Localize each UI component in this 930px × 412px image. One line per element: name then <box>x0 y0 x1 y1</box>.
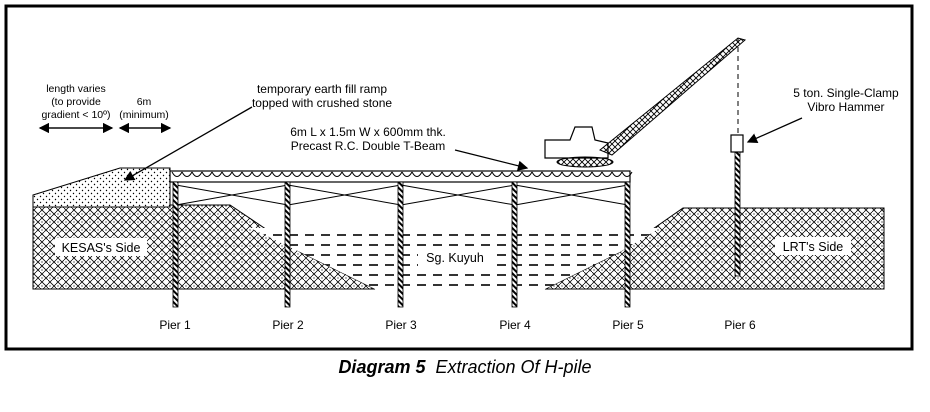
ramp-note-line-2: topped with crushed stone <box>252 96 392 110</box>
pile-1 <box>172 181 179 308</box>
beam-segment <box>271 171 283 177</box>
beam-segment <box>511 171 523 177</box>
length-note-line-3: gradient < 10º) <box>42 109 111 121</box>
pier-label-4: Pier 4 <box>499 318 531 332</box>
right-side-label: LRT's Side <box>783 240 844 254</box>
left-side-label-bg <box>55 238 147 256</box>
beam-segment <box>231 171 243 177</box>
beam-segment <box>581 171 593 177</box>
beam-segment <box>611 171 623 177</box>
beam-segment <box>391 171 403 177</box>
beam-segment <box>421 171 433 177</box>
beam-segment <box>211 171 223 177</box>
pile-5 <box>624 181 631 308</box>
beam-segment <box>191 171 203 177</box>
beam-segment <box>301 171 313 177</box>
beam-segment <box>241 171 253 177</box>
leader-lines <box>38 106 803 181</box>
beam-segment <box>331 171 343 177</box>
outer-border <box>4 4 914 351</box>
beam-segment <box>251 171 263 177</box>
beam-segment <box>571 171 583 177</box>
beam-segment <box>411 171 423 177</box>
beam-segment <box>381 171 393 177</box>
beam-segment <box>311 171 323 177</box>
hammer-note-line-2: Vibro Hammer <box>807 100 884 114</box>
pile-3 <box>397 181 404 308</box>
beam-segment <box>591 171 603 177</box>
beam-segment <box>401 171 413 177</box>
earth-fill-ramp <box>32 167 171 208</box>
caption-title: Extraction Of H-pile <box>435 357 592 377</box>
beam-segment <box>601 171 613 177</box>
beam-segment <box>441 171 453 177</box>
beam-segment <box>361 171 373 177</box>
beam-segment <box>281 171 293 177</box>
river-label: Sg. Kuyuh <box>426 251 484 265</box>
pile-4 <box>511 181 518 308</box>
pier-label-5: Pier 5 <box>612 318 644 332</box>
hammer-note-line-1: 5 ton. Single-Clamp <box>793 86 899 100</box>
beam-note-line-1: 6m L x 1.5m W x 600mm thk. <box>290 125 446 139</box>
beam-segments <box>171 171 633 177</box>
length-note-line-1: length varies <box>46 83 106 95</box>
beam-segment <box>171 171 183 177</box>
crane <box>544 37 747 168</box>
six-m-note-line-1: 6m <box>137 96 152 108</box>
beam-segment <box>451 171 463 177</box>
beam-segment <box>341 171 353 177</box>
piles <box>172 151 741 308</box>
beam-segment <box>471 171 483 177</box>
beam-segment <box>321 171 333 177</box>
beam-segment <box>261 171 273 177</box>
beam-segment <box>551 171 563 177</box>
t-beam-deck <box>169 170 631 183</box>
pier-label-1: Pier 1 <box>159 318 191 332</box>
beam-note-line-2: Precast R.C. Double T-Beam <box>291 139 446 153</box>
beam-segment <box>181 171 193 177</box>
beam-segment <box>481 171 493 177</box>
beam-segment <box>461 171 473 177</box>
diagram-caption: Diagram 5 Extraction Of H-pile <box>0 357 930 378</box>
river-label-bg <box>418 248 492 266</box>
pier-label-2: Pier 2 <box>272 318 304 332</box>
pier-label-6: Pier 6 <box>724 318 756 332</box>
beam-segment <box>201 171 213 177</box>
beam-segment <box>221 171 233 177</box>
beam-segment <box>561 171 573 177</box>
pier-bracing <box>175 184 629 206</box>
pile-2 <box>284 181 291 308</box>
six-m-note-line-2: (minimum) <box>119 109 169 121</box>
ramp-note-line-1: temporary earth fill ramp <box>257 82 387 96</box>
left-side-label: KESAS's Side <box>62 241 141 255</box>
right-side-label-bg <box>775 237 851 255</box>
beam-segment <box>521 171 533 177</box>
pile-6 <box>734 151 741 277</box>
beam-segment <box>291 171 303 177</box>
beam-segment <box>431 171 443 177</box>
vibro-hammer <box>730 134 744 153</box>
beam-segment <box>491 171 503 177</box>
beam-segment <box>621 171 633 177</box>
beam-segment <box>541 171 553 177</box>
beam-segment <box>351 171 363 177</box>
beam-segment <box>501 171 513 177</box>
beam-segment <box>531 171 543 177</box>
caption-number: Diagram 5 <box>338 357 426 377</box>
length-note-line-2: (to provide <box>51 96 101 108</box>
beam-segment <box>371 171 383 177</box>
pier-label-3: Pier 3 <box>385 318 417 332</box>
